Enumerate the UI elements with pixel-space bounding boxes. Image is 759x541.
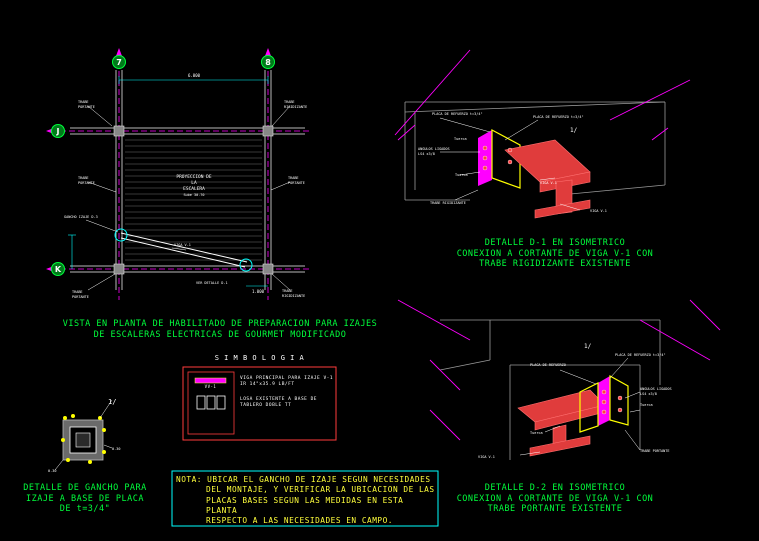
svg-text:1/: 1/ — [570, 127, 578, 134]
svg-text:PORTANTE: PORTANTE — [78, 181, 95, 185]
svg-text:PLACA DE REFUERZO t=3/4": PLACA DE REFUERZO t=3/4" — [533, 115, 584, 119]
svg-text:ESCALERA: ESCALERA — [183, 186, 205, 192]
svg-text:PLACA DE REFUERZO t=3/4": PLACA DE REFUERZO t=3/4" — [432, 112, 483, 116]
symbology-row1-line1: VIGA PRINCIPAL PARA IZAJE V-1 — [240, 376, 334, 381]
svg-text:TRABE PORTANTE: TRABE PORTANTE — [640, 449, 670, 453]
note-line4: RESPECTO A LAS NECESIDADES EN CAMPO. — [206, 516, 393, 526]
svg-text:TRABE RIGIDIZANTE: TRABE RIGIDIZANTE — [430, 201, 466, 205]
grid-bubble-7: 7 — [112, 48, 126, 69]
connection-circle-b — [239, 258, 253, 272]
svg-text:TRABE: TRABE — [78, 176, 89, 180]
svg-text:ANGULOS LIGADOS: ANGULOS LIGADOS — [418, 147, 450, 151]
symbology-beam-tag: VV-1 — [204, 384, 217, 389]
detail-d2-line1: DETALLE D-2 EN ISOMETRICO — [484, 483, 626, 493]
symbology-row1-line2: IR 14"x35.9 LB/FT — [240, 381, 295, 387]
detail-d1-isometric: PLACA DE REFUERZO t=3/4" PLACA DE REFUER… — [394, 49, 691, 219]
hook-line2: IZAJE A BASE DE PLACA — [26, 493, 144, 504]
hook-detail: 1/ 0.30 0.30 — [48, 398, 120, 473]
detail-d2-line3: TRABE PORTANTE EXISTENTE — [487, 504, 623, 515]
symbology-row1: VIGA PRINCIPAL PARA IZAJE V-1 IR 14"x35.… — [240, 376, 334, 387]
svg-text:LS4 x3/8: LS4 x3/8 — [418, 152, 435, 156]
plan-title: VISTA EN PLANTA DE HABILITADO DE PREPARA… — [40, 319, 400, 340]
symbology-title: S I M B O L O G I A — [214, 354, 305, 362]
svg-text:PLACA DE REFUERZO: PLACA DE REFUERZO — [530, 363, 566, 367]
note-text: NOTA: UBICAR EL GANCHO DE IZAJE SEGUN NE… — [176, 475, 438, 526]
svg-text:K: K — [55, 265, 62, 274]
svg-text:TRABE: TRABE — [282, 289, 293, 293]
svg-text:VIGA V-1: VIGA V-1 — [590, 209, 607, 213]
svg-text:VIGA V-1: VIGA V-1 — [174, 243, 191, 247]
svg-text:TRABE: TRABE — [78, 100, 89, 104]
detail-d1-caption: DETALLE D-1 EN ISOMETRICO CONEXION A COR… — [440, 238, 670, 270]
svg-text:LS4 x3/8: LS4 x3/8 — [640, 392, 657, 396]
slab-hatch — [125, 139, 262, 261]
svg-text:Tuerca: Tuerca — [640, 403, 653, 407]
svg-text:Tuerca: Tuerca — [455, 173, 468, 177]
svg-text:GANCHO IZAJE D-3: GANCHO IZAJE D-3 — [64, 215, 98, 219]
svg-text:0.30: 0.30 — [48, 469, 56, 473]
note-line2: DEL MONTAJE, Y VERIFICAR LA UBICACION DE… — [206, 485, 435, 495]
note-box — [171, 470, 439, 527]
svg-text:1.000: 1.000 — [252, 289, 265, 294]
grid-bubble-8: 8 — [261, 48, 275, 69]
note-line3: PLACAS BASES SEGUN LAS MEDIDAS EN ESTA P… — [206, 495, 404, 515]
symbology-row2-line2: TABLERO DOBLE TT — [240, 402, 292, 408]
detail-d1-line1: DETALLE D-1 EN ISOMETRICO — [484, 238, 626, 248]
detail-d2-line2: CONEXION A CORTANTE DE VIGA V-1 CON — [456, 493, 654, 504]
plan-columns — [113, 125, 274, 275]
symbology-box — [182, 366, 337, 441]
symbology-row2-line1: LOSA EXISTENTE A BASE DE — [240, 397, 318, 402]
svg-text:Tuerca: Tuerca — [530, 431, 543, 435]
detail-d1-line3: TRABE RIGIDIZANTE EXISTENTE — [479, 259, 631, 270]
hook-line1: DETALLE DE GANCHO PARA — [23, 483, 147, 493]
svg-text:PORTANTE: PORTANTE — [78, 105, 95, 109]
svg-text:RIGIDIZANTE: RIGIDIZANTE — [282, 294, 305, 298]
svg-text:1/: 1/ — [108, 398, 116, 406]
svg-text:PORTANTE: PORTANTE — [288, 181, 305, 185]
svg-text:7: 7 — [116, 58, 122, 67]
svg-text:PORTANTE: PORTANTE — [72, 295, 89, 299]
svg-text:1/: 1/ — [584, 343, 592, 350]
svg-text:PLACA DE REFUERZO t=3/4": PLACA DE REFUERZO t=3/4" — [615, 353, 666, 357]
grid-bubble-k: K — [46, 262, 65, 276]
connection-circle-a — [114, 228, 128, 242]
svg-text:LA: LA — [191, 180, 197, 186]
detail-d2-caption: DETALLE D-2 EN ISOMETRICO CONEXION A COR… — [440, 483, 670, 515]
hook-caption: DETALLE DE GANCHO PARA IZAJE A BASE DE P… — [20, 483, 150, 515]
svg-text:Tuerca: Tuerca — [454, 137, 467, 141]
note-line1: NOTA: UBICAR EL GANCHO DE IZAJE SEGUN NE… — [176, 475, 431, 484]
svg-text:TRABE: TRABE — [284, 100, 295, 104]
svg-text:0.30: 0.30 — [112, 447, 120, 451]
hook-line3: DE t=3/4" — [59, 504, 111, 515]
svg-text:TRABE: TRABE — [72, 290, 83, 294]
svg-text:VIGA V-1: VIGA V-1 — [540, 181, 557, 185]
plan-title-line2: DE ESCALERAS ELECTRICAS DE GOURMET MODIF… — [93, 329, 347, 340]
top-dimension — [118, 76, 269, 84]
grid-bubble-j: J — [46, 124, 65, 138]
detail-d1-line2: CONEXION A CORTANTE DE VIGA V-1 CON — [456, 248, 654, 259]
svg-text:VER DETALLE D-1: VER DETALLE D-1 — [196, 281, 228, 285]
symbology-row2: LOSA EXISTENTE A BASE DE TABLERO DOBLE T… — [240, 397, 334, 408]
detail-d2-isometric: PLACA DE REFUERZO t=3/4" PLACA DE REFUER… — [397, 299, 721, 460]
svg-text:TRABE: TRABE — [288, 176, 299, 180]
svg-text:RIGIDIZANTE: RIGIDIZANTE — [284, 105, 307, 109]
diagonal-beam-v1 — [120, 232, 248, 268]
svg-text:PROYECCION DE: PROYECCION DE — [176, 174, 212, 180]
svg-text:Sube 30.70: Sube 30.70 — [183, 193, 204, 197]
plan-title-line1: VISTA EN PLANTA DE HABILITADO DE PREPARA… — [62, 319, 378, 329]
svg-text:8: 8 — [265, 58, 271, 67]
svg-text:ANGULOS LIGADOS: ANGULOS LIGADOS — [640, 387, 672, 391]
svg-text:6.000: 6.000 — [188, 73, 201, 78]
plan-view: 6.000 1.000 PROYECCION DE LA ESCALERA Su… — [60, 62, 310, 300]
svg-text:VIGA V-1: VIGA V-1 — [478, 455, 495, 459]
svg-text:J: J — [56, 127, 60, 136]
